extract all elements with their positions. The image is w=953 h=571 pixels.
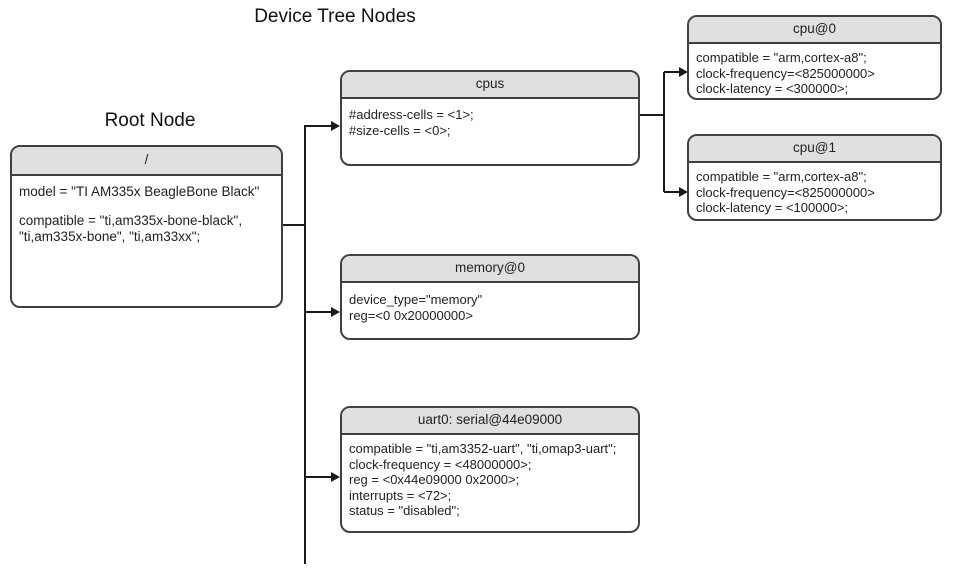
property-line: clock-frequency=<825000000> <box>696 184 875 200</box>
property-line: model = "TI AM335x BeagleBone Black" <box>19 184 260 199</box>
arrowhead-uart <box>331 472 340 482</box>
property-line: compatible = "arm,cortex-a8"; <box>696 50 867 65</box>
arrowhead-cpu0 <box>679 67 688 77</box>
node-memory-body: device_type="memory" reg=<0 0x20000000> <box>342 283 638 323</box>
node-uart: uart0: serial@44e09000 compatible = "ti,… <box>340 406 640 533</box>
node-cpu0-header: cpu@0 <box>689 17 940 44</box>
node-memory: memory@0 device_type="memory" reg=<0 0x2… <box>340 254 640 340</box>
node-uart-header: uart0: serial@44e09000 <box>342 408 638 435</box>
root-node-label: Root Node <box>104 110 196 131</box>
arrowhead-cpu1 <box>679 187 688 197</box>
property-line: clock-frequency = <48000000>; <box>349 456 532 472</box>
node-cpu1-header: cpu@1 <box>689 136 940 163</box>
property-line: clock-frequency=<825000000> <box>696 65 875 81</box>
property-line: device_type="memory" <box>349 292 483 307</box>
node-cpu1-body: compatible = "arm,cortex-a8"; clock-freq… <box>689 163 940 216</box>
node-root-body: model = "TI AM335x BeagleBone Black" com… <box>12 176 281 246</box>
diagram-title: Device Tree Nodes <box>254 6 416 27</box>
node-memory-header: memory@0 <box>342 256 638 283</box>
property-line: reg = <0x44e09000 0x2000>; <box>349 472 520 487</box>
property-line: interrupts = <72>; <box>349 487 452 503</box>
property-line: clock-latency = <300000>; <box>696 81 849 96</box>
property-line: reg=<0 0x20000000> <box>349 307 473 323</box>
node-cpus: cpus #address-cells = <1>; #size-cells =… <box>340 70 640 166</box>
property-line: compatible = "arm,cortex-a8"; <box>696 169 867 184</box>
property-line: #size-cells = <0>; <box>349 122 451 138</box>
node-cpus-header: cpus <box>342 72 638 99</box>
node-cpu1: cpu@1 compatible = "arm,cortex-a8"; cloc… <box>687 134 942 221</box>
node-cpu0: cpu@0 compatible = "arm,cortex-a8"; cloc… <box>687 15 942 100</box>
property-line: "ti,am335x-bone", "ti,am33xx"; <box>19 229 201 244</box>
arrowhead-memory <box>331 307 340 317</box>
property-line: clock-latency = <100000>; <box>696 200 849 215</box>
node-uart-body: compatible = "ti,am3352-uart", "ti,omap3… <box>342 435 638 519</box>
property-line: compatible = "ti,am335x-bone-black", <box>19 212 243 228</box>
property-line: #address-cells = <1>; <box>349 107 474 122</box>
node-cpu0-body: compatible = "arm,cortex-a8"; clock-freq… <box>689 44 940 97</box>
property-line: compatible = "ti,am3352-uart", "ti,omap3… <box>349 441 617 456</box>
node-cpus-body: #address-cells = <1>; #size-cells = <0>; <box>342 99 638 138</box>
node-root: / model = "TI AM335x BeagleBone Black" c… <box>10 145 283 308</box>
arrowhead-cpus <box>331 121 340 131</box>
property-line: status = "disabled"; <box>349 503 460 518</box>
node-root-header: / <box>12 147 281 176</box>
